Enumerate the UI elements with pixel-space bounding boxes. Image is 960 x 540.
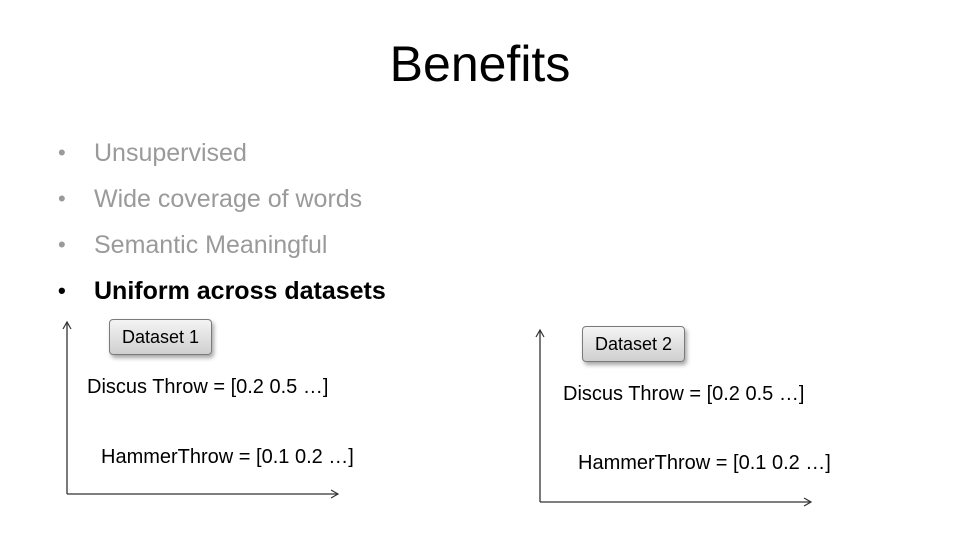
bullet-dot-icon: • xyxy=(58,278,66,303)
dataset-1-axes xyxy=(62,320,340,499)
bullet-item: • Uniform across datasets xyxy=(58,268,386,314)
bullet-text-emphasized: Uniform across datasets xyxy=(94,277,386,305)
bullet-item: • Unsupervised xyxy=(58,130,386,176)
dataset-1-vector-line: Discus Throw = [0.2 0.5 …] xyxy=(87,376,329,398)
dataset-2-vector-line: Discus Throw = [0.2 0.5 …] xyxy=(563,383,805,405)
dataset-2-axes xyxy=(535,328,813,507)
bullet-text: Wide coverage of words xyxy=(94,185,363,213)
dataset-1-vector-line: HammerThrow = [0.1 0.2 …] xyxy=(101,446,354,468)
bullet-list: • Unsupervised • Wide coverage of words … xyxy=(58,130,386,314)
bullet-text: Unsupervised xyxy=(94,139,247,167)
dataset-1-badge: Dataset 1 xyxy=(109,319,213,355)
bullet-dot-icon: • xyxy=(58,140,66,165)
slide-title: Benefits xyxy=(389,36,571,92)
bullet-item: • Semantic Meaningful xyxy=(58,222,386,268)
dataset-2-vector-line: HammerThrow = [0.1 0.2 …] xyxy=(578,452,831,474)
bullet-dot-icon: • xyxy=(58,186,66,211)
dataset-2-badge: Dataset 2 xyxy=(582,326,686,362)
bullet-item: • Wide coverage of words xyxy=(58,176,386,222)
bullet-text: Semantic Meaningful xyxy=(94,231,328,259)
bullet-dot-icon: • xyxy=(58,232,66,257)
